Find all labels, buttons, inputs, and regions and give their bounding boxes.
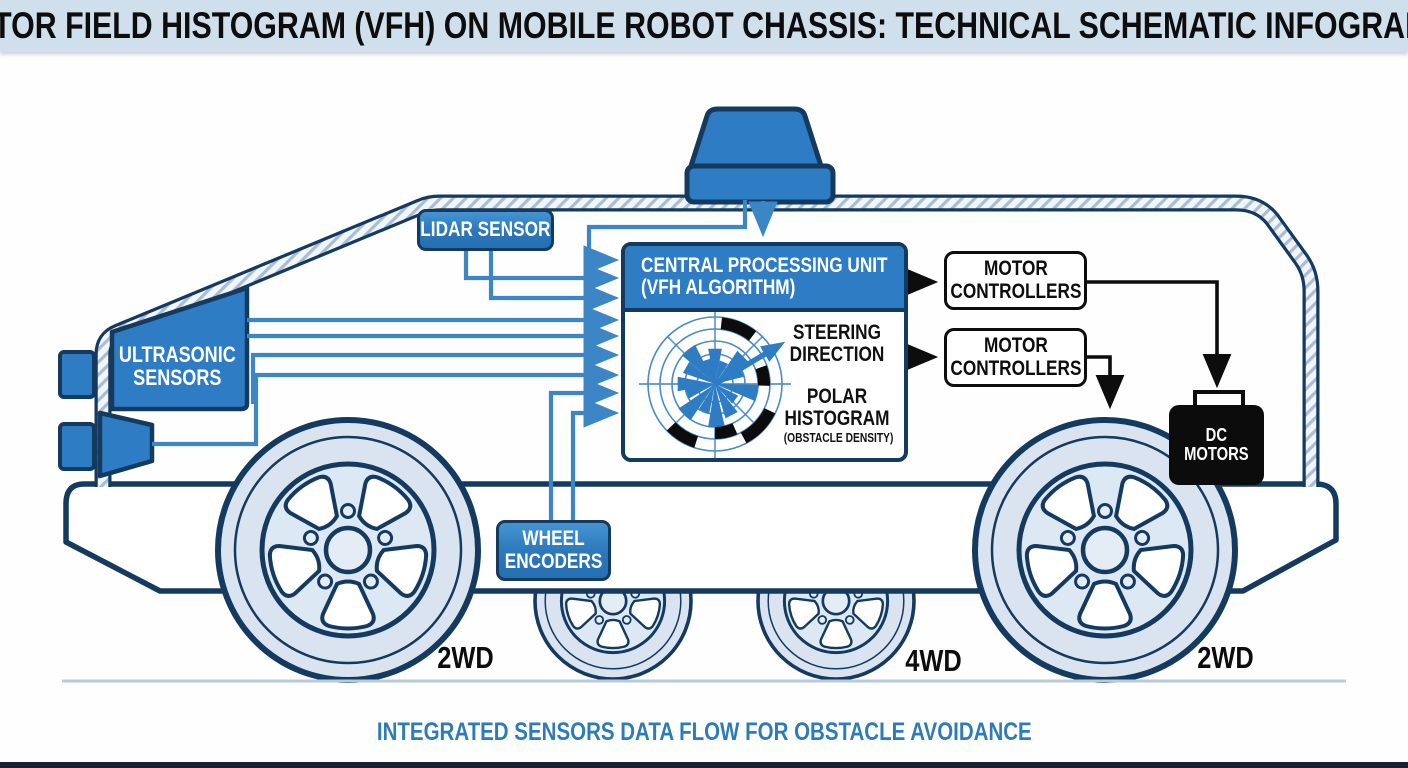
steering-direction-label: STEERING DIRECTION xyxy=(789,321,885,367)
ultrasonic-sensors-label: ULTRASONIC SENSORS xyxy=(118,341,236,390)
front-sensor-bump-icons xyxy=(58,350,96,471)
front-drive-label: 2WD xyxy=(436,639,494,675)
wheel-encoders-label: WHEEL ENCODERS xyxy=(496,520,611,581)
bottom-edge-bar xyxy=(0,762,1408,768)
cpu-box: CENTRAL PROCESSING UNIT (VFH ALGORITHM) … xyxy=(621,242,908,462)
motor-controllers-box-bottom: MOTOR CONTROLLERS xyxy=(944,328,1087,387)
motor-controllers-box-top: MOTOR CONTROLLERS xyxy=(944,251,1087,310)
title-bar: VECTOR FIELD HISTOGRAM (VFH) ON MOBILE R… xyxy=(0,0,1408,52)
cpu-header: CENTRAL PROCESSING UNIT (VFH ALGORITHM) xyxy=(625,246,904,312)
lidar-unit-icon xyxy=(684,106,836,205)
rear-drive-label: 2WD xyxy=(1196,639,1254,675)
sensor-data-flow-lines xyxy=(152,200,778,520)
dc-motors-box: DC MOTORS xyxy=(1169,405,1264,485)
mid-drive-label: 4WD xyxy=(904,642,962,678)
motor-control-lines xyxy=(904,267,1232,410)
lidar-sensor-label: LIDAR SENSOR xyxy=(417,209,554,251)
ultrasonic-sensor-shape xyxy=(97,285,250,479)
polar-histogram-label: POLAR HISTOGRAM (OBSTACLE DENSITY) xyxy=(783,385,894,445)
footer-caption: INTEGRATED SENSORS DATA FLOW FOR OBSTACL… xyxy=(376,717,1032,746)
page-title: VECTOR FIELD HISTOGRAM (VFH) ON MOBILE R… xyxy=(0,5,1408,47)
